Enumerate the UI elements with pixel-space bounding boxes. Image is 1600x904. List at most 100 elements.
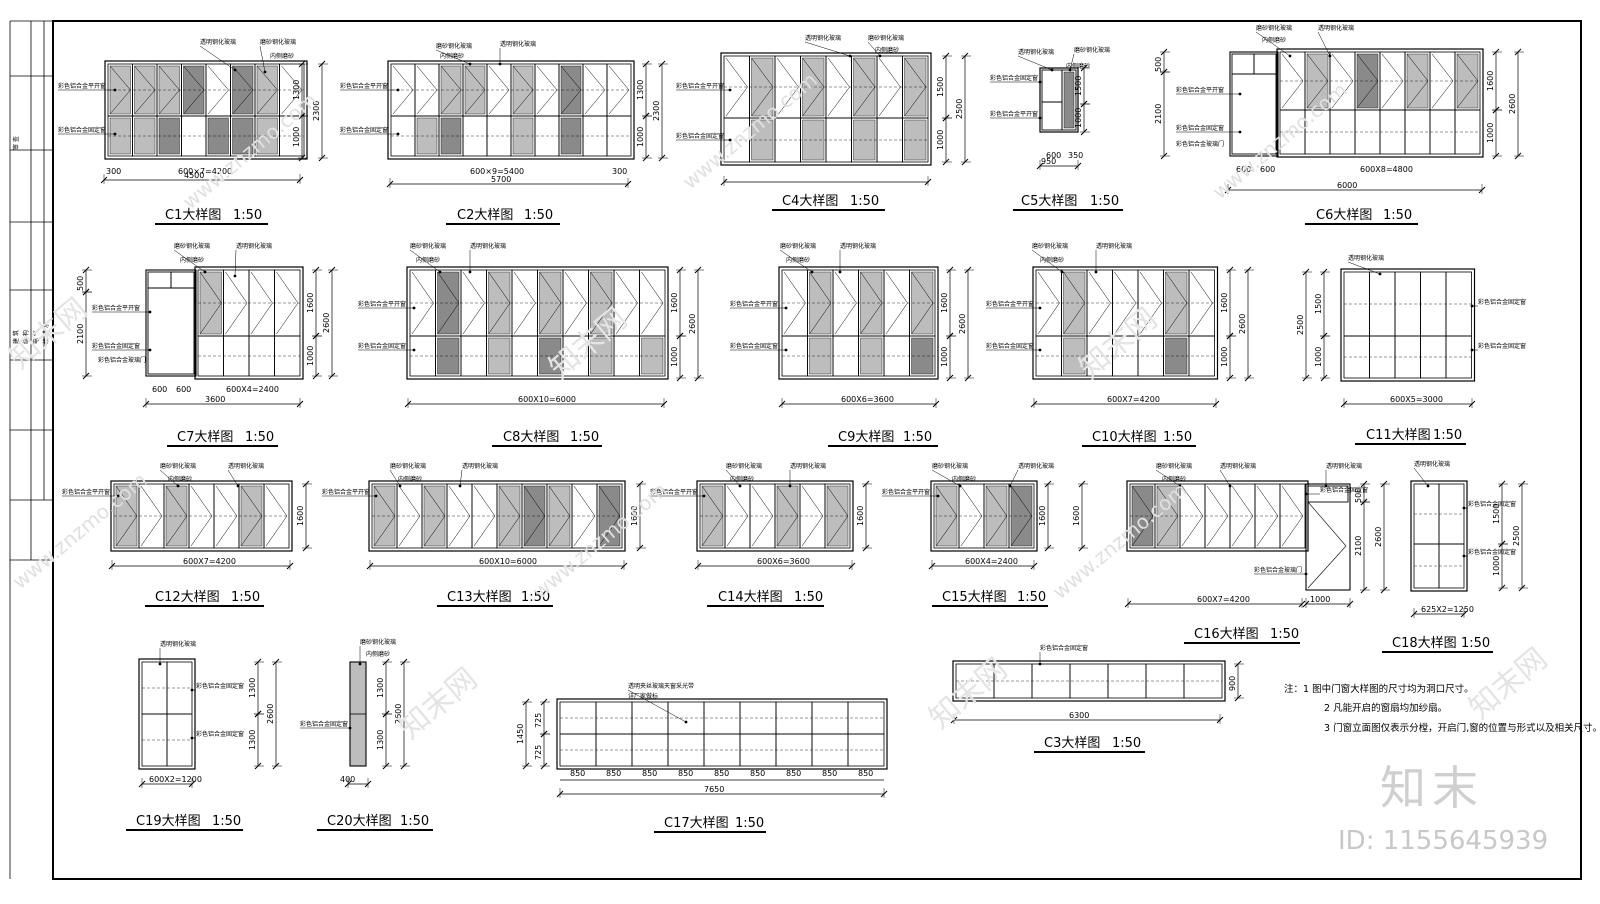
dim-c17-module-0: 850 bbox=[570, 769, 585, 778]
leader-dot bbox=[190, 688, 194, 692]
title-c15: C15大样图 bbox=[942, 590, 1007, 605]
lbl-c13-casement: 彩色铝合金平开窗 bbox=[322, 488, 370, 496]
scale-c15: 1:50 bbox=[1017, 590, 1046, 605]
lbl-c16-fixed: 彩色铝合金固定窗 bbox=[1320, 486, 1368, 494]
dim-c7-w: 600X4=2400 bbox=[226, 385, 279, 394]
lbl-c12-casement: 彩色铝合金平开窗 bbox=[62, 488, 110, 496]
lbl-c1-fixed: 彩色铝合金固定窗 bbox=[58, 126, 106, 134]
lbl-c5-inner: 内侧磨砂 bbox=[1066, 62, 1090, 70]
dim-c5-w2: 350 bbox=[1068, 151, 1083, 160]
leader-dot bbox=[158, 662, 162, 666]
lbl-c20-inner: 内侧磨砂 bbox=[366, 650, 390, 658]
outer-frame bbox=[387, 60, 635, 160]
outer-frame bbox=[930, 480, 1038, 552]
dim-c9-h1: 1600 bbox=[940, 293, 949, 313]
window-sash bbox=[1041, 101, 1063, 131]
leader-dot bbox=[878, 54, 882, 58]
dim-c18-h1: 1500 bbox=[1492, 504, 1501, 524]
lbl-c6-inner: 内侧磨砂 bbox=[1262, 36, 1286, 44]
leader-line bbox=[1347, 261, 1381, 275]
leader-dot bbox=[1462, 506, 1466, 510]
outer-frame bbox=[1126, 480, 1309, 552]
outer-frame bbox=[406, 266, 669, 380]
lbl-c12-clear: 透明钢化玻璃 bbox=[228, 462, 264, 470]
leader-dot bbox=[148, 310, 152, 314]
dim-c17-module-6: 850 bbox=[786, 769, 801, 778]
dim-c6-total: 6000 bbox=[1337, 181, 1357, 190]
leader-line bbox=[779, 249, 813, 273]
dim-c8-h1: 1600 bbox=[670, 293, 679, 313]
outer-frame bbox=[138, 658, 196, 770]
sheet-border bbox=[52, 20, 1582, 880]
casement-swing-line bbox=[783, 271, 806, 335]
dim-c17-module-8: 850 bbox=[858, 769, 873, 778]
door-leaf bbox=[1231, 73, 1277, 155]
window-elevations: 4500600×7=4200300130010002300透明钢化玻璃磨砂钢化玻… bbox=[58, 24, 1528, 798]
leader-line bbox=[1155, 469, 1181, 487]
leader-dot bbox=[958, 484, 962, 488]
dim-c19-h2: 1300 bbox=[248, 730, 257, 750]
title-c3: C3大样图 bbox=[1044, 736, 1100, 751]
leader-line bbox=[1017, 55, 1053, 71]
lbl-c17-sub: 详厂家做标 bbox=[628, 692, 658, 700]
scale-c20: 1:50 bbox=[400, 814, 429, 829]
lbl-c1-clear: 透明钢化玻璃 bbox=[200, 38, 236, 46]
leader-dot bbox=[498, 62, 502, 66]
leader-dot bbox=[233, 68, 237, 72]
leader-dot bbox=[458, 484, 462, 488]
lbl-c16-inner: 内侧磨砂 bbox=[1162, 475, 1186, 483]
lbl-c10-frosted: 磨砂钢化玻璃 bbox=[1032, 242, 1068, 250]
dim-c1-edge: 300 bbox=[106, 167, 121, 176]
door-frame bbox=[1229, 51, 1279, 157]
dim-c19-w: 600X2=1200 bbox=[149, 775, 202, 784]
lbl-c10-fixed: 彩色铝合金固定窗 bbox=[986, 342, 1034, 350]
lbl-c8-casement: 彩色铝合金平开窗 bbox=[358, 300, 406, 308]
leader-dot bbox=[348, 726, 352, 730]
lbl-c12-frosted: 磨砂钢化玻璃 bbox=[160, 462, 196, 470]
leader-line bbox=[931, 469, 961, 487]
lbl-c14-inner: 内侧磨砂 bbox=[730, 475, 754, 483]
scale-c3: 1:50 bbox=[1112, 736, 1141, 751]
leader-dot bbox=[1008, 484, 1012, 488]
scale-c10: 1:50 bbox=[1163, 430, 1192, 445]
lbl-c16-frosted: 磨砂钢化玻璃 bbox=[1156, 462, 1192, 470]
casement-swing-line bbox=[1063, 271, 1086, 335]
leader-dot bbox=[176, 484, 180, 488]
leader-dot bbox=[1328, 54, 1332, 58]
dim-c1-total: 4500 bbox=[184, 171, 204, 180]
dim-c19-h1: 1300 bbox=[248, 678, 257, 698]
lbl-c6-fixed: 彩色铝合金固定窗 bbox=[1176, 124, 1224, 132]
leader-dot bbox=[1178, 484, 1182, 488]
title-strip bbox=[9, 20, 53, 879]
leader-line bbox=[199, 45, 236, 71]
leader-dot bbox=[113, 132, 117, 136]
leader-dot bbox=[203, 270, 207, 274]
dim-c4-h2: 1000 bbox=[936, 130, 945, 150]
dim-c16-h1: 1600 bbox=[1072, 506, 1081, 526]
door-frame bbox=[145, 269, 197, 377]
leader-dot bbox=[936, 494, 940, 498]
transom bbox=[147, 271, 172, 289]
casement-swing-line bbox=[199, 271, 222, 335]
scale-c12: 1:50 bbox=[231, 590, 260, 605]
lbl-c15-inner: 内侧磨砂 bbox=[952, 475, 976, 483]
lbl-c4-fixed: 彩色铝合金固定窗 bbox=[676, 132, 724, 140]
outer-frame bbox=[778, 266, 939, 380]
dim-c17-ht: 1450 bbox=[516, 724, 525, 744]
frosted-glass-panel bbox=[256, 117, 278, 155]
outer-frame bbox=[1340, 268, 1476, 382]
dim-c2-h2: 1000 bbox=[636, 127, 645, 147]
dim-c17-module-3: 850 bbox=[678, 769, 693, 778]
lbl-c5-clear: 透明钢化玻璃 bbox=[1018, 48, 1054, 56]
title-c14: C14大样图 bbox=[718, 590, 783, 605]
scale-c19: 1:50 bbox=[212, 814, 241, 829]
outer-frame bbox=[104, 60, 308, 160]
leader-dot bbox=[412, 306, 416, 310]
dim-c2-total: 5700 bbox=[491, 175, 511, 184]
title-c5: C5大样图 bbox=[1021, 194, 1077, 209]
leader-dot bbox=[838, 270, 842, 274]
lbl-c2-inner: 内侧磨砂 bbox=[440, 52, 464, 60]
leader-dot bbox=[190, 736, 194, 740]
dim-c13-w: 600X10=6000 bbox=[479, 557, 537, 566]
leader-dot bbox=[848, 54, 852, 58]
